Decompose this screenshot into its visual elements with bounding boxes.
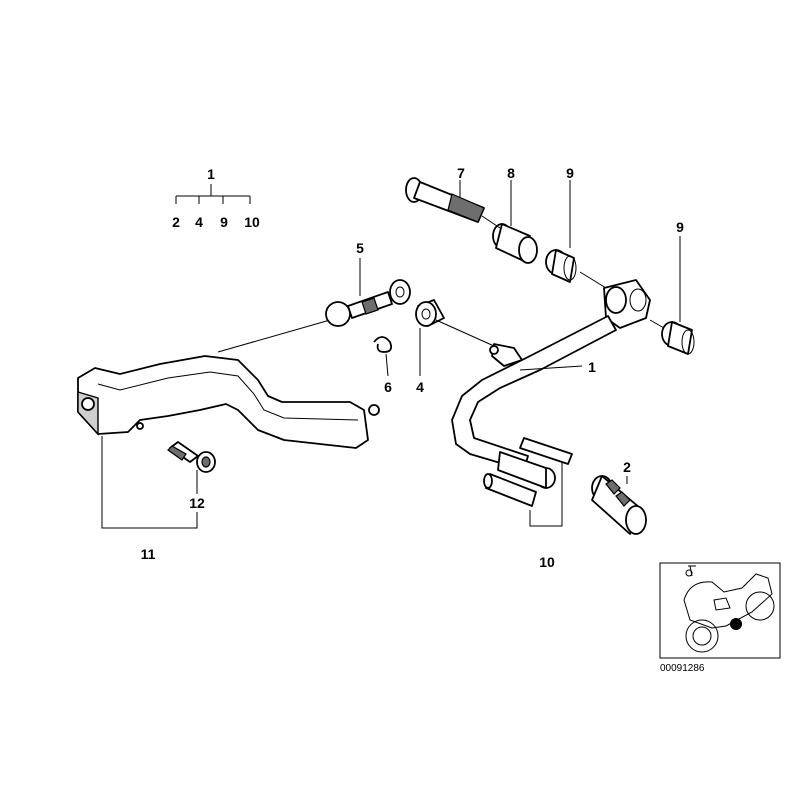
shift-shaft-part-1[interactable] xyxy=(451,279,651,489)
assembly-line xyxy=(649,319,665,329)
screw-part-12[interactable] xyxy=(167,441,216,473)
tree-child-label[interactable]: 10 xyxy=(244,214,260,230)
assembly-tree: 1 2 4 9 10 xyxy=(172,166,260,230)
pivot-bolt-part-7[interactable] xyxy=(405,177,485,223)
callout-label[interactable]: 7 xyxy=(457,165,465,181)
tree-child-label[interactable]: 4 xyxy=(195,214,203,230)
ball-joint-part-5[interactable] xyxy=(217,279,411,353)
lever-screw-hole xyxy=(136,422,144,430)
spring-clip-part-6[interactable] xyxy=(373,336,393,353)
shift-lever-part-11[interactable] xyxy=(77,355,380,449)
footpeg-rubber-part-2[interactable] xyxy=(591,475,647,535)
pin-part-10[interactable] xyxy=(483,437,573,507)
assembly-line xyxy=(435,319,495,347)
callout-label[interactable]: 10 xyxy=(539,554,555,570)
tree-child-label[interactable]: 2 xyxy=(172,214,180,230)
callout-label[interactable]: 1 xyxy=(588,359,596,375)
bushing-part-4[interactable] xyxy=(415,299,495,347)
sleeve-part-8[interactable] xyxy=(492,223,538,264)
bushing-part-9-right[interactable] xyxy=(649,319,695,355)
assembly-line xyxy=(481,215,501,229)
assembly-line xyxy=(217,319,331,353)
inset-code: 00091286 xyxy=(660,663,705,674)
tree-parent-label[interactable]: 1 xyxy=(207,166,215,182)
callout-label[interactable]: 12 xyxy=(189,495,205,511)
assembly-line xyxy=(579,271,607,289)
callout-leaders xyxy=(101,180,681,529)
location-marker xyxy=(730,618,742,630)
callout-label[interactable]: 5 xyxy=(356,240,364,256)
lever-bore-hole xyxy=(81,397,95,411)
bushing-part-9-upper[interactable] xyxy=(481,215,607,289)
callout-label[interactable]: 9 xyxy=(676,219,684,235)
tree-connector xyxy=(175,184,251,204)
callout-label[interactable]: 9 xyxy=(566,165,574,181)
callout-label[interactable]: 6 xyxy=(384,379,392,395)
callout-label[interactable]: 8 xyxy=(507,165,515,181)
callout-label[interactable]: 4 xyxy=(416,379,424,395)
location-inset: 00091286 xyxy=(659,562,781,674)
part-1-leader xyxy=(519,365,583,371)
tree-child-label[interactable]: 9 xyxy=(220,214,228,230)
motorcycle-icon xyxy=(683,565,775,653)
lever-pivot-pin xyxy=(368,404,380,416)
callout-label[interactable]: 2 xyxy=(623,459,631,475)
callout-label[interactable]: 11 xyxy=(141,546,156,562)
inset-frame xyxy=(659,562,781,659)
